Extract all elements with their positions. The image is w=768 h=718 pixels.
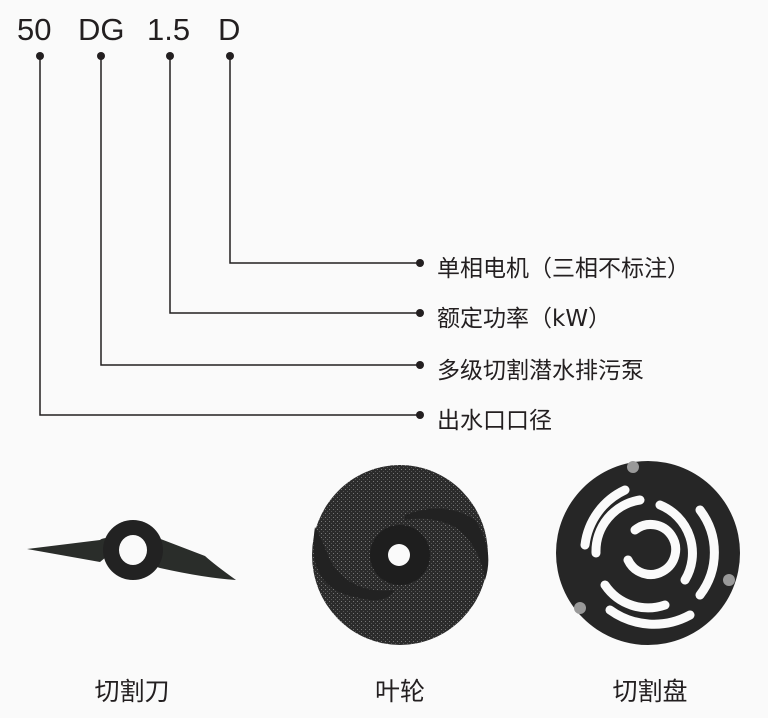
legend-power: 额定功率（kW） xyxy=(437,306,612,332)
cutting-disc-icon xyxy=(556,461,740,645)
legend-type: 多级切割潜水排污泵 xyxy=(437,358,644,384)
caption-cutter-blade: 切割刀 xyxy=(94,677,170,706)
legend-phase: 单相电机（三相不标注） xyxy=(437,256,690,282)
caption-cutting-disc: 切割盘 xyxy=(612,677,688,706)
code-power: 1.5 xyxy=(147,12,191,47)
legend-diameter: 出水口口径 xyxy=(437,408,552,434)
code-phase: D xyxy=(218,12,241,47)
impeller-icon xyxy=(312,465,489,645)
code-type: DG xyxy=(78,12,125,47)
code-diameter: 50 xyxy=(17,12,52,47)
cutter-blade-icon xyxy=(27,520,236,580)
caption-impeller: 叶轮 xyxy=(374,677,425,706)
